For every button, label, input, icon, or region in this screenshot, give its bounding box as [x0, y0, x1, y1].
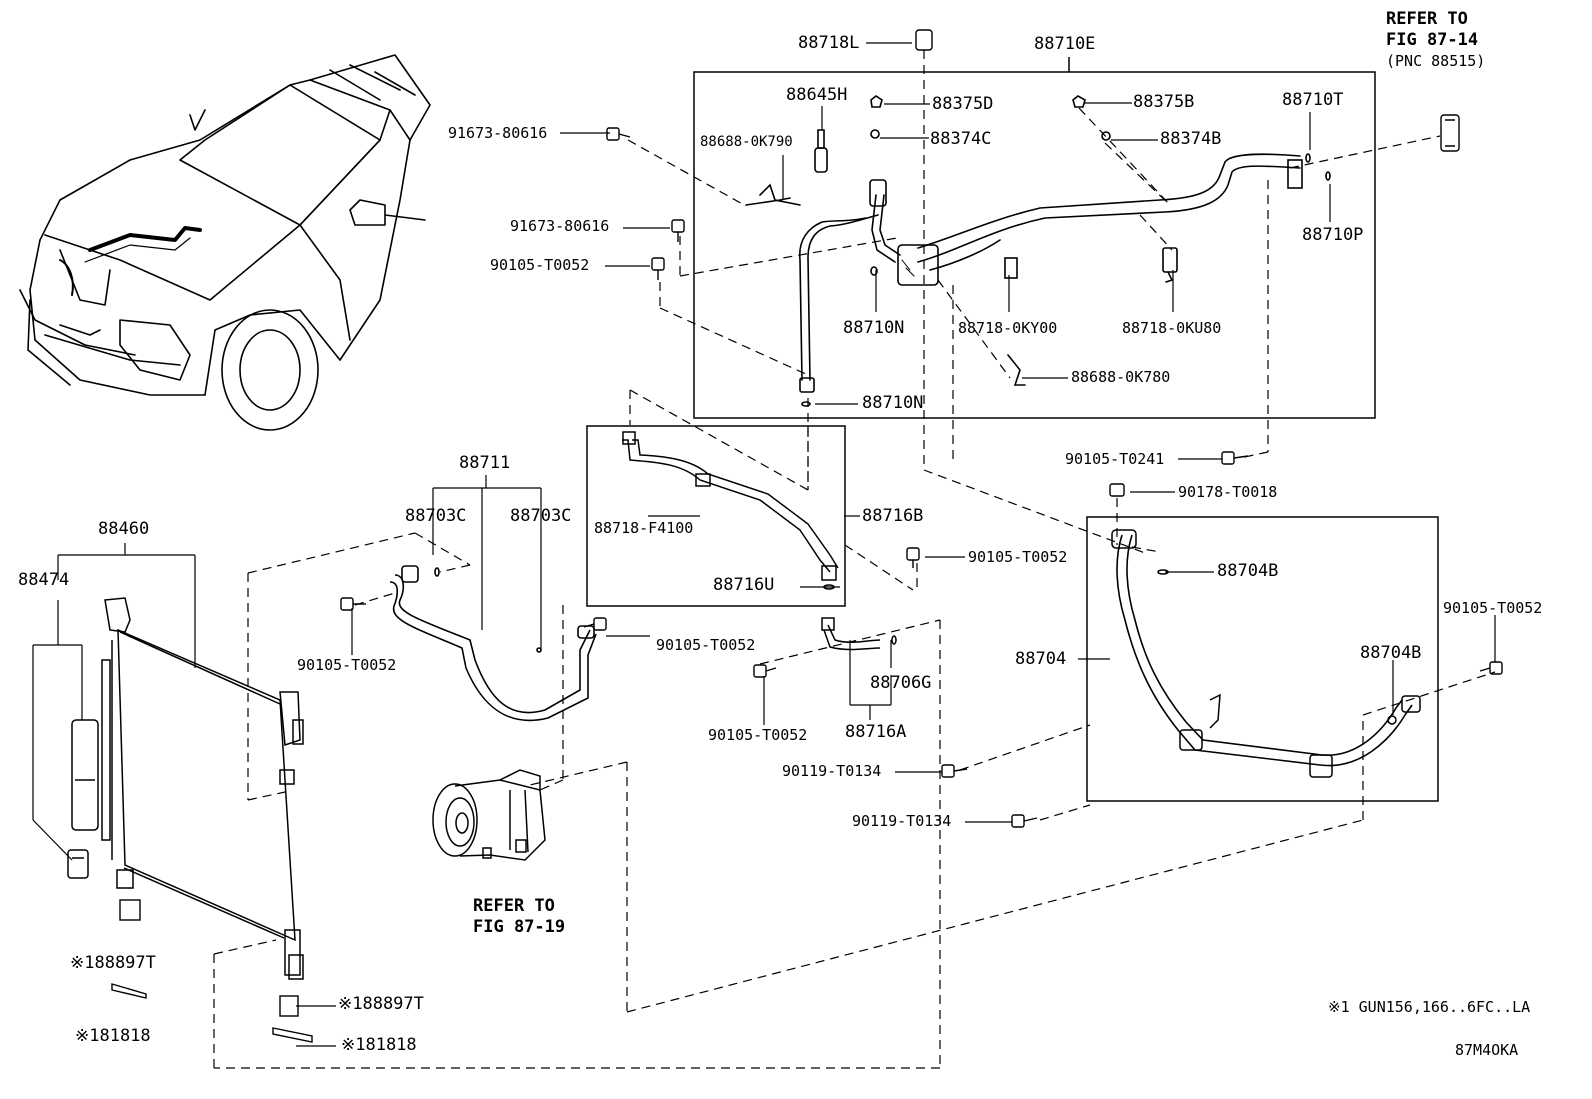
- parts-88897t: [111, 899, 313, 1043]
- label-88897T-a: ※188897T: [70, 953, 156, 973]
- bolt-90105-f: [1479, 661, 1503, 675]
- label-88688-0K780: 88688-0K780: [1071, 368, 1171, 386]
- label-88704B-b: 88704B: [1360, 643, 1422, 663]
- label-90105-T0241: 90105-T0241: [1065, 450, 1165, 468]
- label-88718L: 88718L: [798, 33, 860, 53]
- bracket-88460: [32, 543, 196, 861]
- label-90119-T0134-a: 90119-T0134: [782, 762, 882, 780]
- label-88703C-b: 88703C: [510, 506, 572, 526]
- refer-87-14-line2: FIG 87-14: [1386, 30, 1479, 50]
- label-88716U: 88716U: [713, 575, 775, 595]
- refer-87-14-line1: REFER TO: [1386, 9, 1468, 29]
- label-88688-0K790: 88688-0K790: [700, 134, 793, 150]
- bracket-88711: [432, 475, 542, 650]
- receiver-88474: [67, 719, 99, 879]
- label-90105-T0052-a: 90105-T0052: [490, 256, 590, 274]
- label-88703C-a: 88703C: [405, 506, 467, 526]
- bolt-90105-t0241: [1221, 451, 1249, 465]
- bolt-91673-b: [671, 219, 685, 242]
- refer-87-19-line2: FIG 87-19: [473, 917, 566, 937]
- refer-87-19-line1: REFER TO: [473, 896, 555, 916]
- label-81818-b: ※181818: [341, 1035, 417, 1055]
- label-88704: 88704: [1015, 649, 1067, 669]
- label-81818-a: ※181818: [75, 1026, 151, 1046]
- label-90105-T0052-c: 90105-T0052: [656, 636, 756, 654]
- label-88704B-a: 88704B: [1217, 561, 1279, 581]
- label-88374B: 88374B: [1160, 129, 1222, 149]
- nut-90178: [1109, 483, 1125, 497]
- refer-87-14-line3: (PNC 88515): [1386, 52, 1486, 70]
- label-88897T-b: ※188897T: [338, 994, 424, 1014]
- connector-parts-top: [915, 29, 1460, 152]
- label-88718-0KU80: 88718-0KU80: [1122, 319, 1222, 337]
- label-88711: 88711: [459, 453, 511, 473]
- bracket-88716a: [849, 640, 892, 720]
- compressor: [432, 769, 546, 861]
- pipe-88716a: [821, 617, 897, 651]
- label-88710T: 88710T: [1282, 90, 1344, 110]
- label-88645H: 88645H: [786, 85, 848, 105]
- vehicle-illustration: [19, 54, 431, 431]
- bolt-90119-a: [941, 764, 968, 778]
- label-88710E: 88710E: [1034, 34, 1096, 54]
- label-88474: 88474: [18, 570, 70, 590]
- dashed-lines: [213, 50, 1496, 1069]
- label-90119-T0134-b: 90119-T0134: [852, 812, 952, 830]
- bolt-90105-d: [906, 547, 920, 568]
- label-88706G: 88706G: [870, 673, 932, 693]
- box-88710e: [693, 57, 1376, 419]
- bolt-90105-c: [583, 617, 607, 631]
- label-88460: 88460: [98, 519, 150, 539]
- label-91673-80616-a: 91673-80616: [448, 124, 548, 142]
- leader-lines: [296, 42, 1496, 1047]
- label-88716B: 88716B: [862, 506, 924, 526]
- footnote: ※1 GUN156,166..6FC..LA: [1328, 998, 1531, 1016]
- label-90105-T0052-e: 90105-T0052: [708, 726, 808, 744]
- bolt-90119-b: [1011, 814, 1038, 828]
- label-88716A: 88716A: [845, 722, 907, 742]
- diagram-code: 87M4OKA: [1455, 1041, 1519, 1059]
- condenser-88460: [101, 597, 304, 980]
- label-91673-80616-b: 91673-80616: [510, 217, 610, 235]
- bolt-90105-a: [651, 257, 665, 280]
- pipe-88710e: [745, 95, 1331, 407]
- bolt-91673-a: [606, 127, 631, 141]
- label-88374C: 88374C: [930, 129, 992, 149]
- label-88710N-a: 88710N: [843, 318, 905, 338]
- label-88710P: 88710P: [1302, 225, 1364, 245]
- bolt-90105-b: [340, 597, 366, 611]
- fasteners: [340, 127, 1503, 828]
- label-90105-T0052-f: 90105-T0052: [1443, 599, 1543, 617]
- label-88710N-b: 88710N: [862, 393, 924, 413]
- label-88375B: 88375B: [1133, 92, 1195, 112]
- box-88716b: [586, 425, 846, 607]
- label-90178-T0018: 90178-T0018: [1178, 483, 1278, 501]
- box-88704: [1086, 516, 1439, 802]
- hose-88711: [389, 565, 597, 722]
- label-88375D: 88375D: [932, 94, 994, 114]
- label-88718-0KY00: 88718-0KY00: [958, 319, 1058, 337]
- label-90105-T0052-b: 90105-T0052: [968, 548, 1068, 566]
- bolt-90105-e: [753, 664, 777, 678]
- label-90105-T0052-d: 90105-T0052: [297, 656, 397, 674]
- label-88718-F4100: 88718-F4100: [594, 519, 694, 537]
